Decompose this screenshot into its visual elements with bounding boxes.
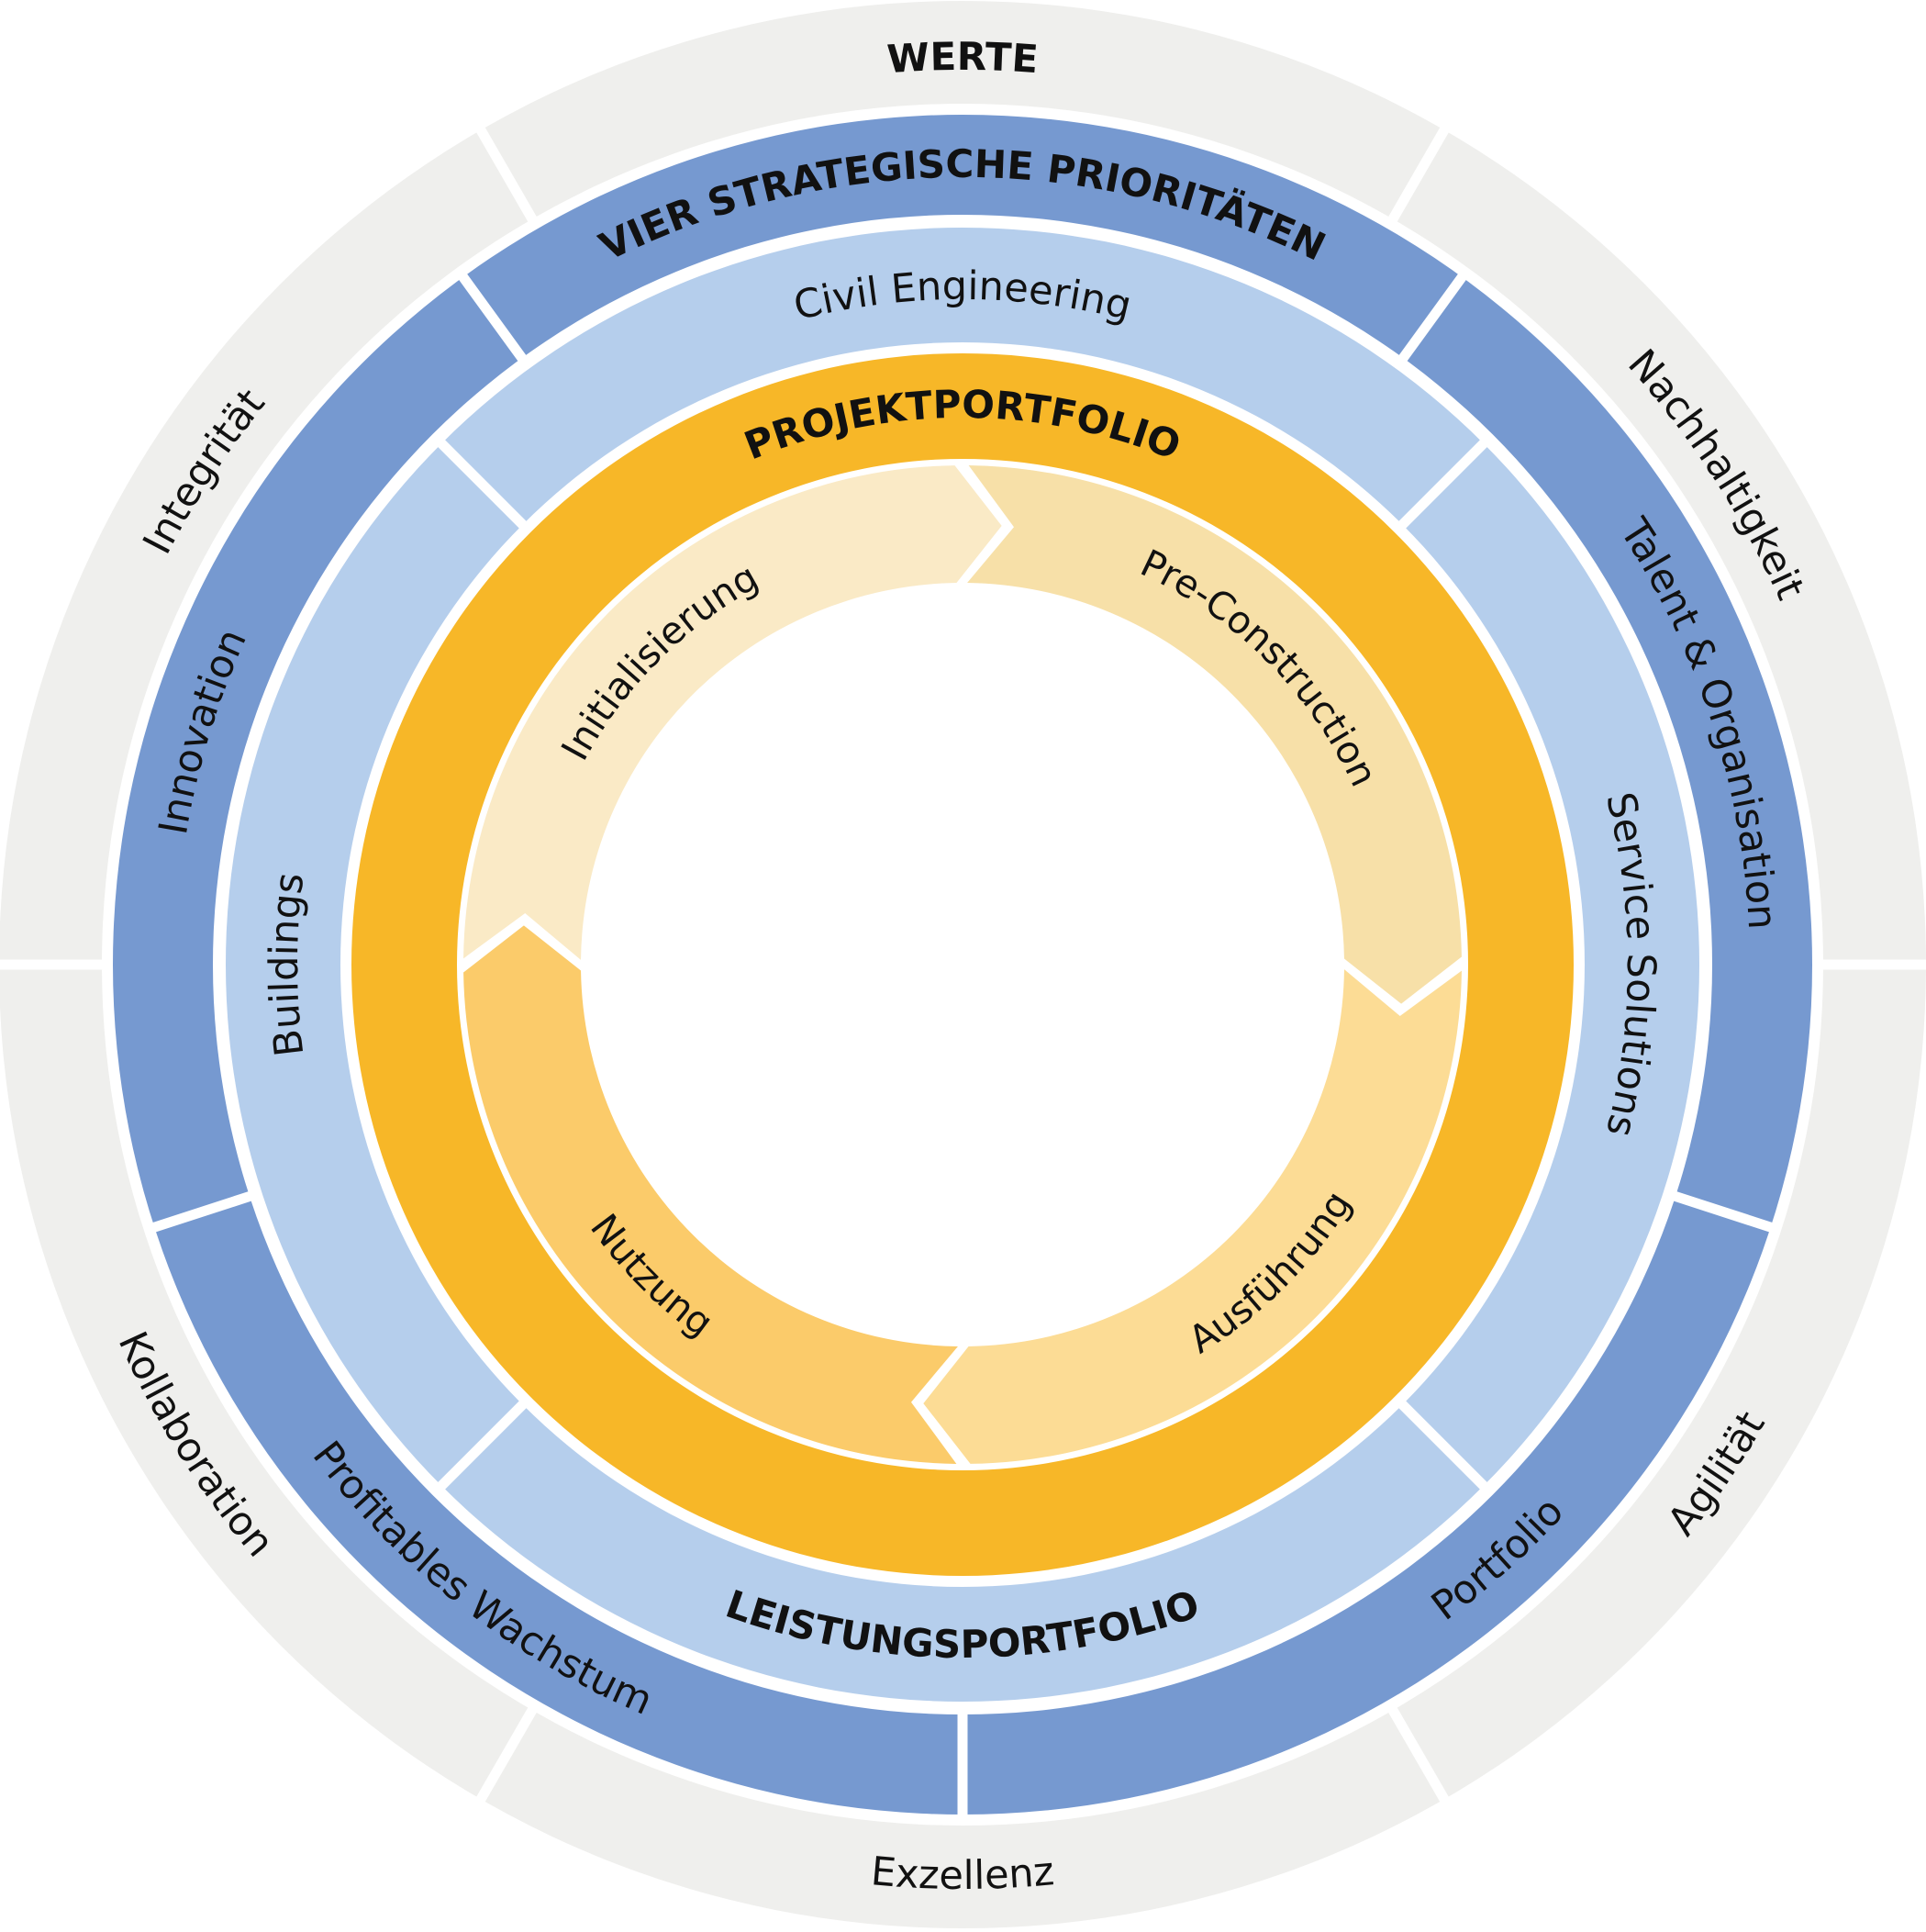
values-divider — [472, 1701, 540, 1810]
phase-arrow-initialisierung — [463, 465, 1002, 960]
phase-arrow-pre-construction — [967, 465, 1462, 1004]
priorities-divider — [146, 1189, 258, 1234]
phase-arrow-ausfuehrung — [923, 969, 1462, 1464]
priorities-divider — [455, 268, 530, 366]
values-divider — [1385, 119, 1453, 229]
services-divider — [433, 435, 531, 533]
values-divider — [472, 119, 540, 229]
services-divider — [433, 1396, 531, 1494]
service-label-buildings: Buildings — [262, 870, 314, 1059]
values-heading: WERTE — [885, 34, 1040, 82]
value-label-exzellenz: Exzellenz — [869, 1848, 1056, 1899]
values-divider — [1385, 1701, 1453, 1810]
ring-dividers — [0, 119, 1926, 1821]
services-divider — [1394, 435, 1492, 533]
services-divider — [1394, 1396, 1492, 1494]
phase-arrow-nutzung — [463, 925, 958, 1464]
priorities-divider — [1395, 268, 1470, 366]
project-phases-ring — [463, 465, 1462, 1464]
priorities-divider — [1667, 1189, 1779, 1234]
